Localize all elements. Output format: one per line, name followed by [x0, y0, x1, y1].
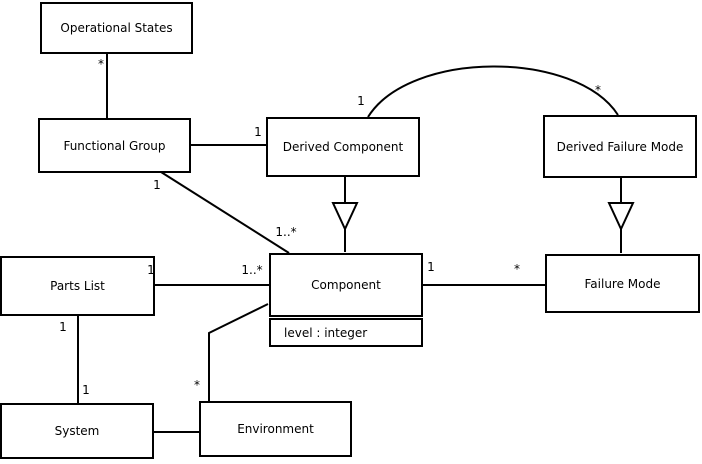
- generalization-derived-component-component: [331, 177, 359, 252]
- class-derived-failure-mode: Derived Failure Mode: [543, 115, 697, 178]
- edge-component-environment: [208, 303, 269, 401]
- hollow-triangle-icon: [607, 202, 635, 232]
- multiplicity-label: 1: [153, 178, 161, 192]
- multiplicity-label: 1: [357, 94, 365, 108]
- class-name: Environment: [237, 422, 314, 436]
- multiplicity-label: 1: [427, 260, 435, 274]
- class-name: Failure Mode: [584, 276, 661, 291]
- edge-functional-group-component: [160, 171, 290, 254]
- class-name: Operational States: [60, 21, 173, 35]
- class-name: Derived Failure Mode: [556, 139, 684, 154]
- multiplicity-label: 1: [82, 383, 90, 397]
- hollow-triangle-icon: [331, 202, 359, 232]
- class-failure-mode: Failure Mode: [545, 254, 700, 313]
- multiplicity-label: 1: [59, 320, 67, 334]
- multiplicity-label: 1..*: [241, 263, 263, 277]
- class-functional-group: Functional Group: [38, 118, 191, 173]
- multiplicity-label: 1..*: [275, 225, 297, 239]
- multiplicity-label: *: [194, 378, 200, 392]
- class-component: Component: [269, 253, 423, 317]
- class-name: Functional Group: [63, 138, 166, 153]
- class-name: System: [54, 424, 100, 438]
- class-name: Derived Component: [282, 140, 404, 154]
- multiplicity-label: 1: [254, 125, 262, 139]
- class-system: System: [0, 403, 154, 459]
- edge-derived-component-derived-failure-mode-arc: [367, 65, 619, 118]
- multiplicity-label: *: [595, 83, 601, 97]
- class-parts-list: Parts List: [0, 256, 155, 316]
- class-operational-states: Operational States: [40, 2, 193, 54]
- generalization-derived-failure-mode-failure-mode: [607, 178, 635, 253]
- multiplicity-label: *: [514, 262, 520, 276]
- class-environment: Environment: [199, 401, 352, 457]
- class-component-attributes: level : integer: [269, 318, 423, 347]
- class-name: Component: [311, 278, 381, 292]
- class-name: Parts List: [50, 279, 105, 293]
- class-derived-component: Derived Component: [266, 117, 420, 177]
- attribute-label: level : integer: [284, 325, 368, 340]
- multiplicity-label: *: [98, 57, 104, 71]
- multiplicity-label: 1: [147, 263, 155, 277]
